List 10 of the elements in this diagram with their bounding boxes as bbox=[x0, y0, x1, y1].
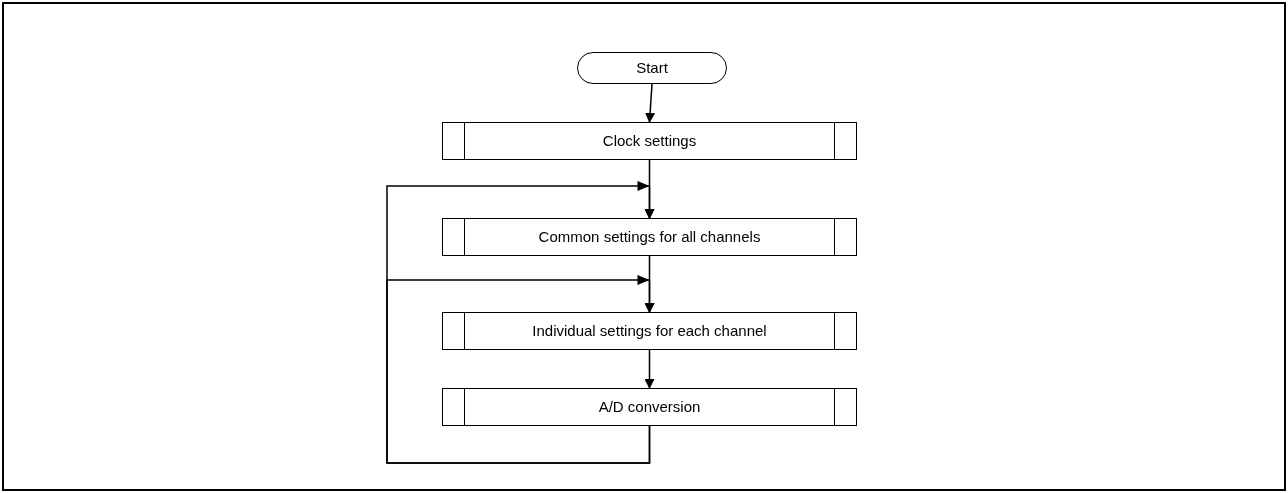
node-label: Individual settings for each channel bbox=[532, 320, 767, 341]
node-label: Clock settings bbox=[602, 130, 697, 151]
predefined-process-box bbox=[442, 218, 857, 256]
node-label: A/D conversion bbox=[598, 396, 701, 417]
node-label: Common settings for all channels bbox=[538, 226, 761, 247]
terminator-shape bbox=[577, 52, 727, 84]
node-label: Start bbox=[636, 57, 668, 78]
predefined-process-box bbox=[442, 388, 857, 426]
predefined-process-box bbox=[442, 312, 857, 350]
predefined-process-box bbox=[442, 122, 857, 160]
